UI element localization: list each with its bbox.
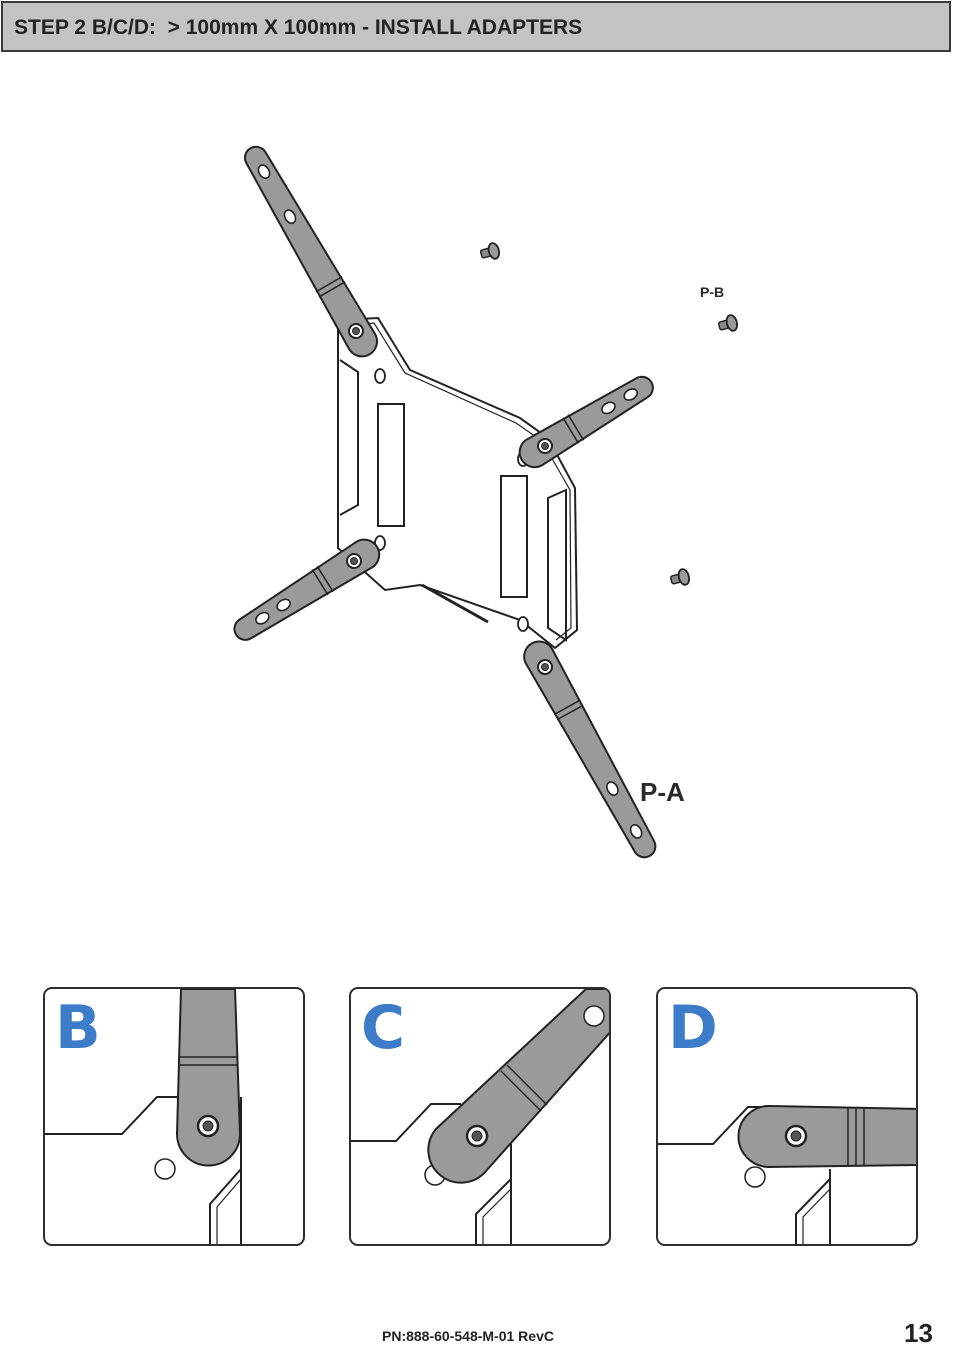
label-p-a: P-A: [640, 777, 685, 807]
label-p-b: P-B: [700, 284, 725, 300]
bolt-icon: [716, 313, 740, 335]
panel-letter-c: C: [361, 993, 406, 1063]
plate-flange-left: [339, 359, 359, 516]
page-number: 13: [904, 1318, 933, 1348]
step-header: STEP 2 B/C/D: > 100mm X 100mm - INSTALL …: [1, 1, 951, 52]
bolt-icon: [668, 567, 692, 589]
detail-panel-c: C: [349, 987, 611, 1246]
plate-bottom-fold: [421, 583, 489, 624]
plate-hole: [374, 368, 386, 384]
plate-slot-1: [377, 403, 405, 527]
detail-panel-b-drawing: [45, 989, 242, 1244]
adapter-arm-top-right: [518, 375, 654, 469]
detail-panel-c-drawing: [351, 989, 609, 1244]
adapter-arm-bottom-right: [523, 640, 657, 859]
adapter-install-diagram: [233, 145, 740, 859]
detail-panel-d: D: [656, 987, 918, 1246]
plate-slot-2: [500, 475, 528, 598]
detail-panel-b: B: [43, 987, 305, 1246]
plate-hole: [517, 616, 529, 632]
bolt-icon: [478, 241, 502, 263]
part-number: PN:888-60-548-M-01 RevC: [382, 1328, 554, 1344]
mounting-plate-edge: [343, 322, 572, 641]
panel-letter-b: B: [55, 993, 101, 1063]
plate-flange-right: [547, 488, 567, 642]
adapter-arm-top-left: [244, 145, 378, 358]
adapter-arm-bottom-left: [233, 538, 381, 641]
step-title: STEP 2 B/C/D: > 100mm X 100mm - INSTALL …: [14, 16, 583, 39]
mounting-plate: [337, 316, 579, 650]
panel-letter-d: D: [668, 993, 718, 1063]
detail-panel-d-drawing: [658, 1104, 916, 1244]
